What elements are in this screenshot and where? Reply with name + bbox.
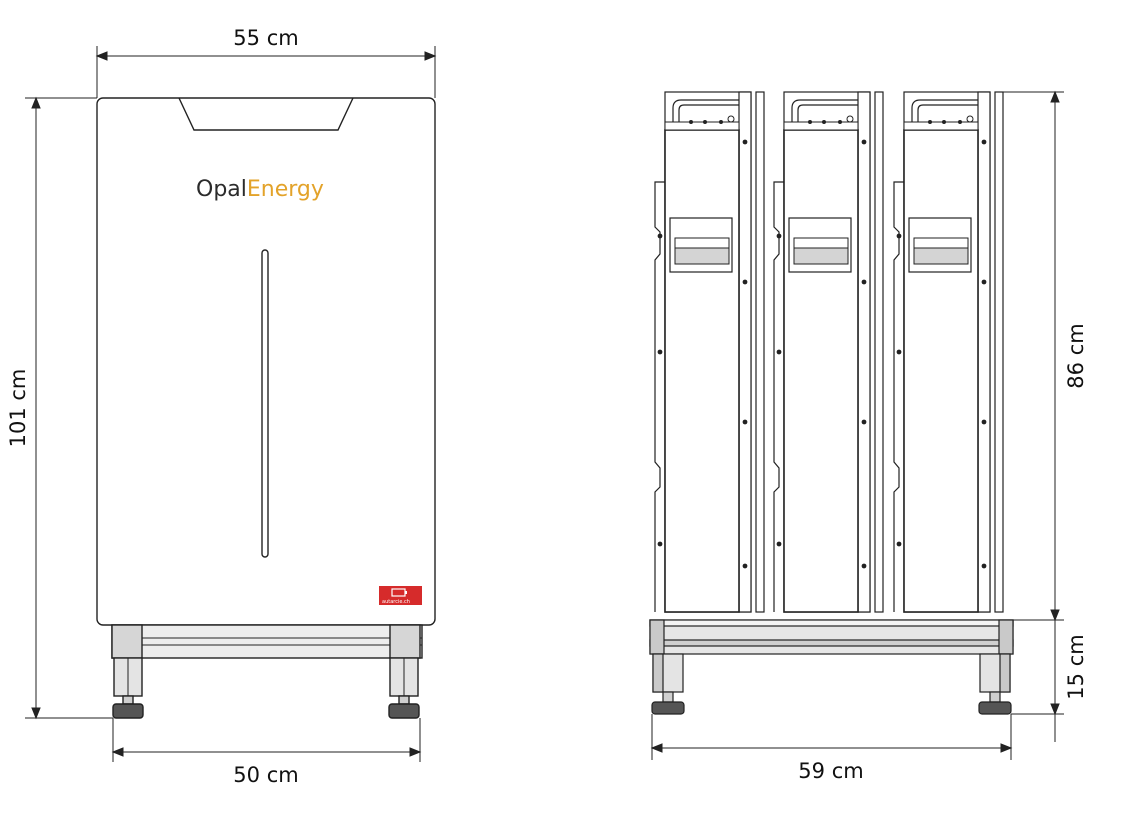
brand-name-part2: Energy <box>247 177 324 202</box>
dim-side-height-modules: 86 cm <box>1064 323 1088 388</box>
dim-front-width-bottom: 50 cm <box>233 763 298 787</box>
brand-name-part1: Opal <box>196 177 247 202</box>
side-base-platform <box>649 619 1014 655</box>
battery-module-1 <box>654 91 765 613</box>
front-view <box>96 97 436 719</box>
side-left-leg <box>651 653 685 715</box>
side-dimension-lines <box>650 90 1064 760</box>
autarcie-label: autarcie.ch <box>379 586 422 605</box>
dim-front-height: 101 cm <box>6 369 30 448</box>
dim-side-height-base: 15 cm <box>1064 634 1088 699</box>
label-text: autarcie.ch <box>382 599 410 605</box>
front-slot <box>261 249 269 558</box>
dim-front-width-top: 55 cm <box>233 26 298 50</box>
battery-module-2 <box>773 91 884 613</box>
front-left-leg <box>111 624 144 719</box>
side-right-leg <box>978 653 1012 715</box>
battery-module-3 <box>893 91 1004 613</box>
front-dimension-lines <box>25 46 437 762</box>
handle-recess <box>178 97 354 131</box>
front-base-rail <box>111 624 423 659</box>
brand-logo: OpalEnergy <box>196 177 324 202</box>
dim-side-width-bottom: 59 cm <box>798 759 863 783</box>
side-view <box>649 91 1014 715</box>
front-right-leg <box>388 624 421 719</box>
